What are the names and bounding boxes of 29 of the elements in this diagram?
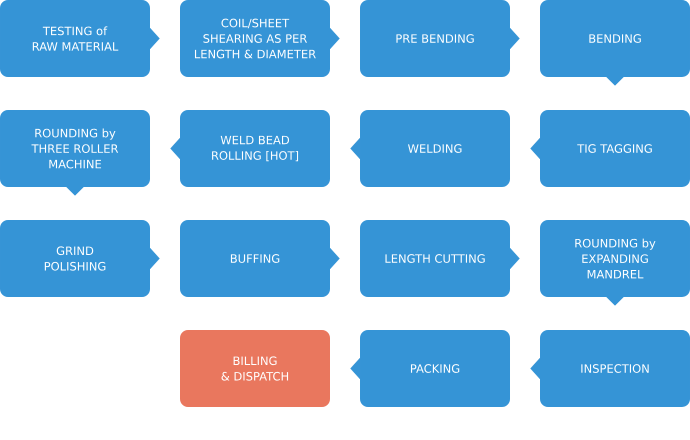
process-box: TESTING of RAW MATERIAL xyxy=(0,0,150,77)
pointer-arrow xyxy=(330,248,340,270)
process-box: PRE BENDING xyxy=(360,0,510,77)
process-box: BILLING & DISPATCH xyxy=(180,330,330,407)
pointer-arrow xyxy=(150,28,160,50)
pointer-arrow xyxy=(66,186,84,196)
process-box: BENDING xyxy=(540,0,690,77)
process-box: WELD BEAD ROLLING [HOT] xyxy=(180,110,330,187)
pointer-arrow xyxy=(350,138,360,160)
process-box: WELDING xyxy=(360,110,510,187)
pointer-arrow xyxy=(170,138,180,160)
process-box: LENGTH CUTTING xyxy=(360,220,510,297)
pointer-arrow xyxy=(530,138,540,160)
process-box: ROUNDING by THREE ROLLER MACHINE xyxy=(0,110,150,187)
pointer-arrow xyxy=(510,248,520,270)
process-box: PACKING xyxy=(360,330,510,407)
process-box: INSPECTION xyxy=(540,330,690,407)
pointer-arrow xyxy=(530,358,540,380)
process-box: GRIND POLISHING xyxy=(0,220,150,297)
process-box: ROUNDING by EXPANDING MANDREL xyxy=(540,220,690,297)
pointer-arrow xyxy=(150,248,160,270)
pointer-arrow xyxy=(606,76,624,86)
pointer-arrow xyxy=(330,28,340,50)
pointer-arrow xyxy=(350,358,360,380)
process-box: BUFFING xyxy=(180,220,330,297)
pointer-arrow xyxy=(510,28,520,50)
process-box: TIG TAGGING xyxy=(540,110,690,187)
pointer-arrow xyxy=(606,296,624,306)
process-box: COIL/SHEET SHEARING AS PER LENGTH & DIAMETER xyxy=(180,0,330,77)
